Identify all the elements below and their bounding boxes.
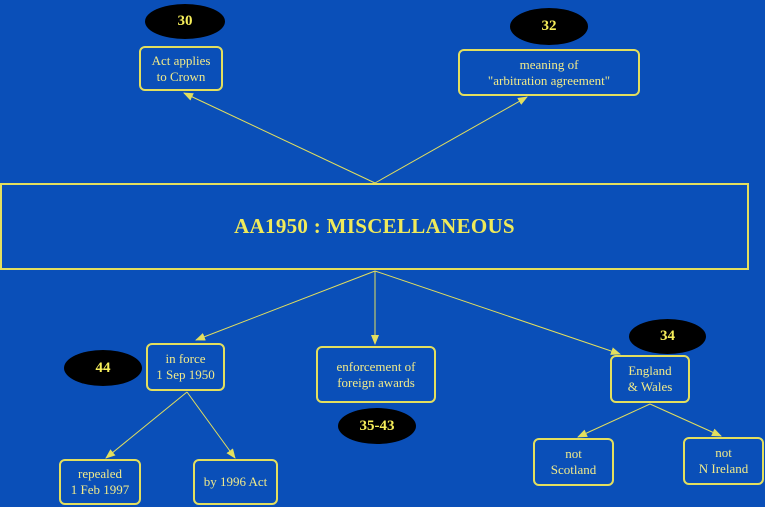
link-england-to-not-ni — [649, 403, 722, 437]
node-line: 1 Feb 1997 — [70, 482, 130, 497]
section-badge-label: 30 — [177, 13, 193, 29]
node-line: N Ireland — [698, 461, 749, 476]
node-line: not — [715, 445, 732, 460]
node-line: enforcement of — [336, 358, 416, 374]
node-line: in force — [165, 351, 206, 366]
node-line: by 1996 Act — [203, 474, 268, 489]
node-not-n-ireland: not N Ireland — [683, 437, 764, 485]
section-badge-label: 34 — [660, 328, 675, 344]
link-main-to-in-force — [195, 270, 376, 341]
node-line: not — [565, 446, 582, 461]
node-line: & Wales — [627, 379, 673, 394]
main-topic: AA1950 : MISCELLANEOUS — [0, 183, 749, 270]
section-badge-label: 35-43 — [359, 417, 395, 434]
node-england-wales: England & Wales — [610, 355, 690, 403]
section-badge-label: 32 — [541, 18, 557, 34]
node-line: Scotland — [550, 462, 597, 477]
node-line: 1 Sep 1950 — [156, 367, 215, 382]
node-line: "arbitration agreement" — [487, 72, 611, 88]
node-line: to Crown — [156, 68, 206, 84]
node-act-applies: Act applies to Crown — [139, 46, 223, 91]
node-in-force: in force 1 Sep 1950 — [146, 343, 225, 391]
link-main-to-act-applies — [183, 92, 376, 184]
node-line: England — [628, 363, 672, 378]
node-meaning: meaning of "arbitration agreement" — [458, 49, 640, 96]
link-main-to-england — [374, 270, 621, 355]
section-badge: 30 — [145, 4, 225, 39]
section-badge: 44 — [64, 350, 142, 386]
main-topic-label: AA1950 : MISCELLANEOUS — [234, 214, 515, 238]
node-line: repealed — [77, 466, 123, 481]
link-in-force-to-repealed — [105, 391, 188, 459]
section-badge: 34 — [629, 319, 706, 354]
node-enforcement: enforcement of foreign awards — [316, 346, 436, 403]
node-by-1996-act: by 1996 Act — [193, 459, 278, 505]
link-in-force-to-by-1996 — [186, 391, 236, 459]
node-repealed: repealed 1 Feb 1997 — [59, 459, 141, 505]
node-line: Act applies — [151, 52, 211, 68]
link-main-to-meaning — [374, 96, 528, 184]
node-not-scotland: not Scotland — [533, 438, 614, 486]
node-line: meaning of — [519, 56, 579, 72]
section-badge: 35-43 — [338, 408, 416, 444]
section-badge: 32 — [510, 8, 588, 45]
section-badge-label: 44 — [95, 359, 111, 376]
node-line: foreign awards — [337, 374, 415, 390]
link-england-to-not-scotland — [577, 403, 651, 438]
